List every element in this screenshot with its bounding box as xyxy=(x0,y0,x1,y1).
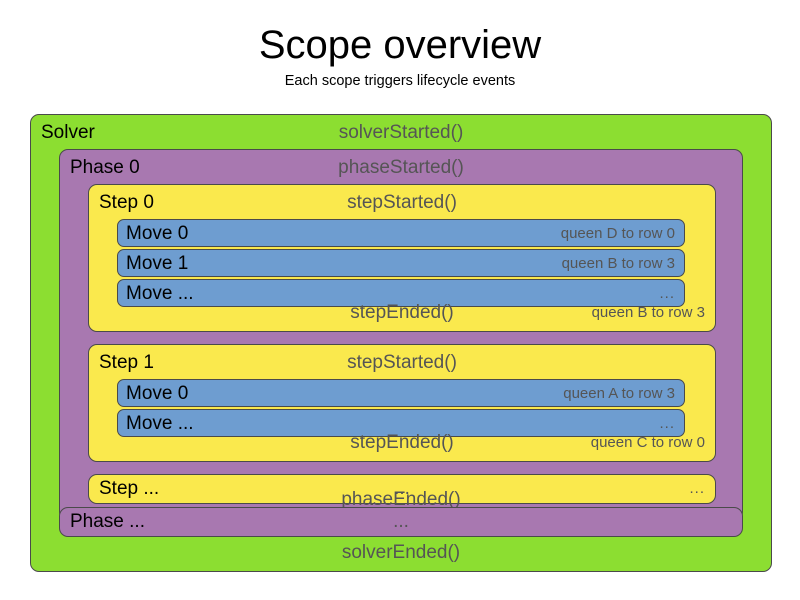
step-0-move-ellipsis-detail: ... xyxy=(659,285,675,302)
phase-ellipsis-event: ... xyxy=(393,511,409,532)
step-1-label: Step 1 xyxy=(99,352,154,373)
step-ellipsis-label: Step ... xyxy=(99,478,160,499)
step-0-move-0-detail: queen D to row 0 xyxy=(560,225,675,242)
phase-ellipsis-row: Phase ... ... xyxy=(60,508,742,536)
move-row: Move ... ... xyxy=(118,410,684,436)
step-0-move-1-label: Move 1 xyxy=(126,253,189,274)
step-1-move-0-bar[interactable]: Move 0 queen A to row 3 xyxy=(117,379,685,407)
step-0-ended-row: stepEnded() queen B to row 3 xyxy=(89,299,715,327)
step-0-move-0-bar[interactable]: Move 0 queen D to row 0 xyxy=(117,219,685,247)
phase-ellipsis-scope-box[interactable]: Phase ... ... xyxy=(59,507,743,537)
step-1-move-ellipsis-bar[interactable]: Move ... ... xyxy=(117,409,685,437)
step-0-move-ellipsis-bar[interactable]: Move ... ... xyxy=(117,279,685,307)
step-0-move-1-detail: queen B to row 3 xyxy=(561,255,675,272)
step-1-started-event: stepStarted() xyxy=(347,352,457,373)
solver-started-row: Solver solverStarted() xyxy=(31,119,771,147)
step-1-scope-box[interactable]: Step 1 stepStarted() Move 0 queen A to r… xyxy=(88,344,716,462)
phase-0-started-row: Phase 0 phaseStarted() xyxy=(60,154,742,182)
step-ellipsis-scope-box[interactable]: Step ... ... ... xyxy=(88,474,716,504)
move-row: Move ... ... xyxy=(118,280,684,306)
phase-0-label: Phase 0 xyxy=(70,157,140,178)
step-1-move-0-label: Move 0 xyxy=(126,383,189,404)
step-0-started-row: Step 0 stepStarted() xyxy=(89,189,715,217)
step-0-started-event: stepStarted() xyxy=(347,192,457,213)
page-subtitle: Each scope triggers lifecycle events xyxy=(284,73,516,89)
solver-scope-box[interactable]: Solver solverStarted() Phase 0 phaseStar… xyxy=(30,114,772,572)
move-row: Move 0 queen D to row 0 xyxy=(118,220,684,246)
step-0-ended-detail: queen B to row 3 xyxy=(591,304,705,321)
page-header: Scope overview Each scope triggers lifec… xyxy=(0,0,800,90)
page-title: Scope overview xyxy=(258,23,542,67)
phase-0-started-event: phaseStarted() xyxy=(338,157,464,178)
step-ellipsis-detail: ... xyxy=(689,480,705,497)
step-1-move-0-detail: queen A to row 3 xyxy=(563,385,675,402)
step-1-started-row: Step 1 stepStarted() xyxy=(89,349,715,377)
solver-started-event: solverStarted() xyxy=(338,122,464,143)
solver-label: Solver xyxy=(41,122,95,143)
step-0-move-0-label: Move 0 xyxy=(126,223,189,244)
step-0-move-ellipsis-label: Move ... xyxy=(126,283,194,304)
move-row: Move 0 queen A to row 3 xyxy=(118,380,684,406)
phase-0-scope-box[interactable]: Phase 0 phaseStarted() Step 0 stepStarte… xyxy=(59,149,743,521)
step-1-move-ellipsis-label: Move ... xyxy=(126,413,194,434)
solver-ended-event: solverEnded() xyxy=(341,542,461,563)
step-0-label: Step 0 xyxy=(99,192,154,213)
step-0-move-1-bar[interactable]: Move 1 queen B to row 3 xyxy=(117,249,685,277)
step-1-move-ellipsis-detail: ... xyxy=(659,415,675,432)
move-row: Move 1 queen B to row 3 xyxy=(118,250,684,276)
step-1-ended-detail: queen C to row 0 xyxy=(590,434,705,451)
step-1-ended-row: stepEnded() queen C to row 0 xyxy=(89,429,715,457)
phase-ellipsis-label: Phase ... xyxy=(70,511,145,532)
step-0-scope-box[interactable]: Step 0 stepStarted() Move 0 queen D to r… xyxy=(88,184,716,332)
solver-ended-row: solverEnded() xyxy=(31,539,771,567)
